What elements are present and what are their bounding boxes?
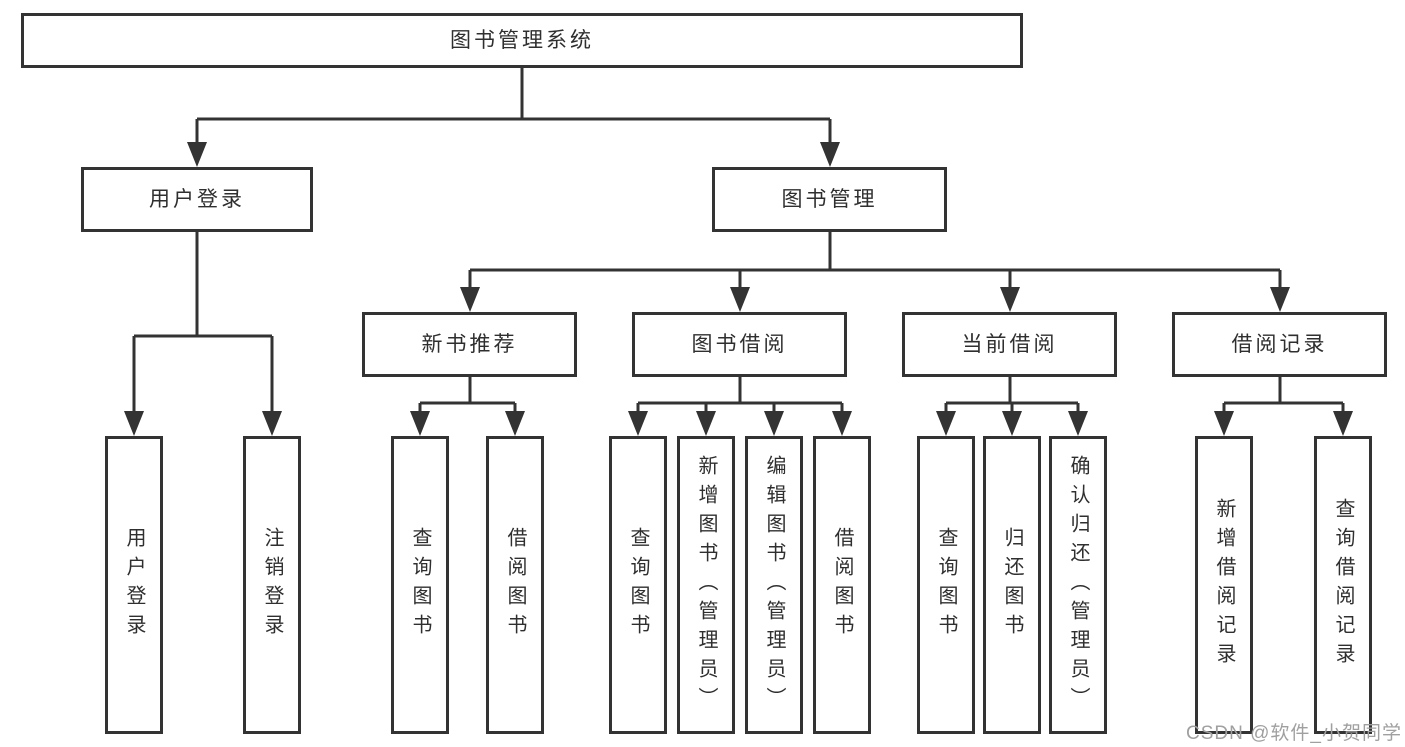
leaf-query-books-current: 查询图书 [917, 436, 975, 734]
leaf-edit-book-admin: 编辑图书（管理员） [745, 436, 803, 734]
leaf-borrow-books: 借阅图书 [813, 436, 871, 734]
leaf-logout: 注销登录 [243, 436, 301, 734]
leaf-confirm-return-admin: 确认归还（管理员） [1049, 436, 1107, 734]
leaf-add-book-admin: 新增图书（管理员） [677, 436, 735, 734]
node-user-login: 用户登录 [81, 167, 313, 232]
leaf-query-borrow-record: 查询借阅记录 [1314, 436, 1372, 734]
node-borrow-records: 借阅记录 [1172, 312, 1387, 377]
leaf-query-books-recommend: 查询图书 [391, 436, 449, 734]
watermark: CSDN @软件_小贺同学 [1186, 723, 1402, 744]
leaf-query-books-borrow: 查询图书 [609, 436, 667, 734]
leaf-add-borrow-record: 新增借阅记录 [1195, 436, 1253, 734]
node-book-borrow: 图书借阅 [632, 312, 847, 377]
leaf-return-books: 归还图书 [983, 436, 1041, 734]
node-current-borrow: 当前借阅 [902, 312, 1117, 377]
node-root: 图书管理系统 [21, 13, 1023, 68]
node-new-book-recommend: 新书推荐 [362, 312, 577, 377]
leaf-user-login: 用户登录 [105, 436, 163, 734]
node-book-management: 图书管理 [712, 167, 947, 232]
leaf-borrow-books-recommend: 借阅图书 [486, 436, 544, 734]
